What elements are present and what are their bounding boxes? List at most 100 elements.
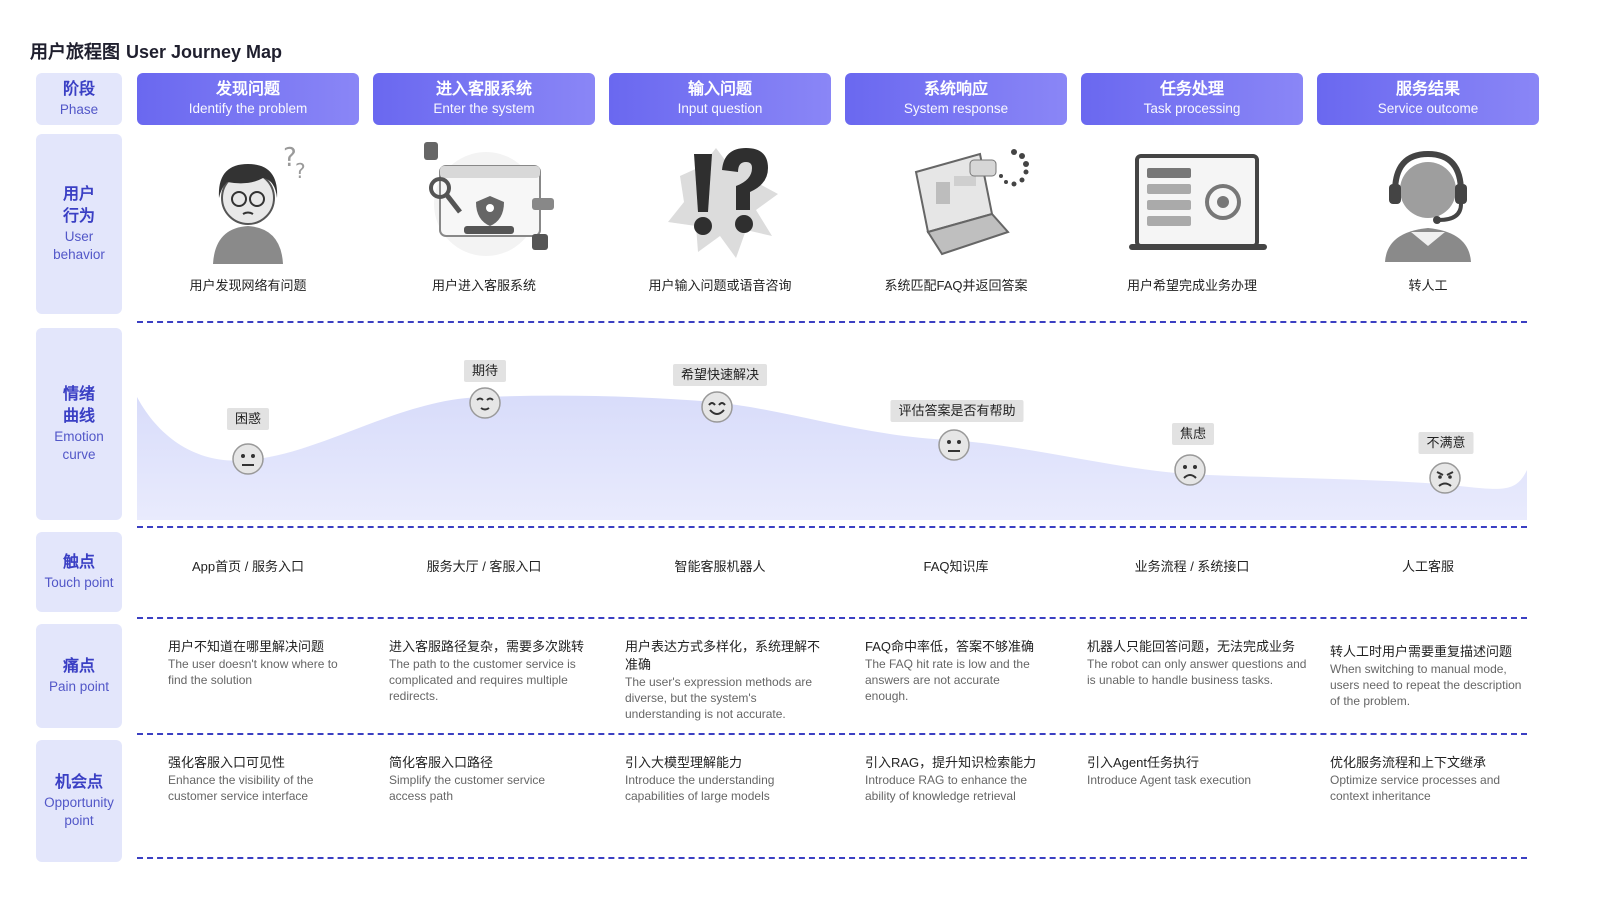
behavior-caption: 用户进入客服系统 xyxy=(431,278,536,293)
opportunity: 引入Agent任务执行 Introduce Agent task executi… xyxy=(1087,754,1307,788)
touch-point: App首页 / 服务入口 xyxy=(192,559,304,574)
neutral-face-icon xyxy=(232,443,264,475)
touch-point: 服务大厅 / 客服入口 xyxy=(426,559,542,574)
row-header-zh: 触点 xyxy=(62,554,95,571)
row-divider xyxy=(137,321,1527,323)
behavior-caption: 用户发现网络有问题 xyxy=(189,278,307,293)
svg-text:?: ? xyxy=(283,143,297,173)
opportunity-en: Simplify the customer service access pat… xyxy=(389,773,546,803)
pain-point: FAQ命中率低，答案不够准确 The FAQ hit rate is low a… xyxy=(865,638,1045,704)
row-header-en: Pain point xyxy=(48,679,110,694)
phase-header: 系统响应 System response xyxy=(845,73,1067,125)
row-header-zh: 情绪 xyxy=(62,386,95,403)
row-header-en: User xyxy=(64,229,94,244)
row-header-behavior: 用户 行为 User behavior xyxy=(36,134,122,314)
pain-point-en: The user doesn't know where to find the … xyxy=(168,657,338,687)
pain-point: 用户不知道在哪里解决问题 The user doesn't know where… xyxy=(168,638,338,688)
opportunity: 优化服务流程和上下文继承 Optimize service processes … xyxy=(1330,754,1530,804)
opportunity: 简化客服入口路径 Simplify the customer service a… xyxy=(389,754,574,804)
sad-face-icon xyxy=(1174,454,1206,486)
phase-title: 服务结果 xyxy=(1395,81,1460,98)
row-divider xyxy=(137,526,1527,528)
phase-title: 发现问题 xyxy=(215,81,280,98)
confused-person-icon: ? ? xyxy=(213,143,306,264)
opportunity: 强化客服入口可见性 Enhance the visibility of the … xyxy=(168,754,338,804)
opportunity-en: Introduce the understanding capabilities… xyxy=(625,773,775,803)
behavior-cell: 用户希望完成业务办理 xyxy=(1081,130,1303,293)
pain-point-en: The user's expression methods are divers… xyxy=(625,675,813,721)
touch-point: 业务流程 / 系统接口 xyxy=(1134,559,1250,574)
neutral-face-icon xyxy=(938,429,970,461)
opportunity-zh: 强化客服入口可见性 xyxy=(168,755,286,770)
opportunity-zh: 优化服务流程和上下文继承 xyxy=(1330,755,1487,770)
phase-subtitle: System response xyxy=(903,101,1009,116)
phase-subtitle: Task processing xyxy=(1143,101,1241,116)
behavior-caption: 用户输入问题或语音咨询 xyxy=(648,278,792,293)
content-face-icon xyxy=(469,387,501,419)
behavior-caption: 转人工 xyxy=(1408,278,1448,293)
touch-point: 人工客服 xyxy=(1401,559,1454,574)
behavior-cell: ? ? 用户发现网络有问题 xyxy=(137,130,359,293)
row-divider xyxy=(137,733,1527,735)
pain-point-zh: 机器人只能回答问题，无法完成业务 xyxy=(1087,639,1296,654)
monitor-dashboard-icon xyxy=(1129,154,1267,250)
angry-face-icon xyxy=(1429,462,1461,494)
pain-point: 机器人只能回答问题，无法完成业务 The robot can only answ… xyxy=(1087,638,1307,688)
touch-point: 智能客服机器人 xyxy=(674,559,766,574)
pain-point: 进入客服路径复杂，需要多次跳转 The path to the customer… xyxy=(389,638,589,704)
customer-service-window-icon xyxy=(424,142,554,256)
emotion-label: 期待 xyxy=(463,360,507,382)
opportunity-en: Enhance the visibility of the customer s… xyxy=(168,773,314,803)
phase-subtitle: Input question xyxy=(677,101,763,116)
row-divider xyxy=(137,617,1527,619)
behavior-cell: 转人工 xyxy=(1317,130,1539,293)
phase-subtitle: Service outcome xyxy=(1377,101,1479,116)
behavior-cell: 用户输入问题或语音咨询 xyxy=(609,130,831,293)
behavior-cell: 用户进入客服系统 xyxy=(373,130,595,293)
emotion-area xyxy=(137,395,1527,520)
opportunity-zh: 引入大模型理解能力 xyxy=(625,755,743,770)
row-header-en: Emotion xyxy=(54,429,104,444)
row-header-en: Touch point xyxy=(44,575,114,590)
row-header-zh: 曲线 xyxy=(62,408,95,425)
pain-point-zh: FAQ命中率低，答案不够准确 xyxy=(865,639,1035,654)
emotion-label: 希望快速解决 xyxy=(672,364,768,386)
behavior-cell: 系统匹配FAQ并返回答案 xyxy=(845,130,1067,293)
phase-header: 任务处理 Task processing xyxy=(1081,73,1303,125)
touch-point: FAQ知识库 xyxy=(923,559,989,574)
phase-title: 任务处理 xyxy=(1159,81,1224,98)
row-header-en: curve xyxy=(62,447,96,462)
opportunity-zh: 引入RAG，提升知识检索能力 xyxy=(865,755,1037,770)
pain-point-zh: 用户不知道在哪里解决问题 xyxy=(168,639,325,654)
phase-header: 服务结果 Service outcome xyxy=(1317,73,1539,125)
title-zh: 用户旅程图 xyxy=(30,42,120,62)
pain-point-en: The FAQ hit rate is low and the answers … xyxy=(865,657,1030,703)
emotion-label: 焦虑 xyxy=(1171,423,1215,445)
row-header-emotion: 情绪 曲线 Emotion curve xyxy=(36,328,122,520)
smiling-face-icon xyxy=(701,391,733,423)
pain-point-en: The robot can only answer questions and … xyxy=(1087,657,1307,687)
pain-point-zh: 用户表达方式多样化，系统理解不准确 xyxy=(625,639,821,672)
phase-title: 进入客服系统 xyxy=(435,81,532,98)
phase-title: 系统响应 xyxy=(923,81,988,98)
opportunity-zh: 简化客服入口路径 xyxy=(389,755,494,770)
opportunity: 引入大模型理解能力 Introduce the understanding ca… xyxy=(625,754,810,804)
row-header-zh: 阶段 xyxy=(62,81,95,98)
pain-point: 用户表达方式多样化，系统理解不准确 The user's expression … xyxy=(625,638,825,722)
emotion-label: 评估答案是否有帮助 xyxy=(890,400,1024,422)
laptop-loading-icon xyxy=(914,149,1029,256)
emotion-label: 困惑 xyxy=(226,408,270,430)
row-header-en: Phase xyxy=(59,102,99,117)
row-header-touch: 触点 Touch point xyxy=(36,532,122,612)
row-header-phase: 阶段 Phase xyxy=(36,73,122,125)
opportunity-en: Optimize service processes and context i… xyxy=(1330,773,1501,803)
opportunity: 引入RAG，提升知识检索能力 Introduce RAG to enhance … xyxy=(865,754,1050,804)
svg-text:?: ? xyxy=(295,159,306,183)
pain-point-en: When switching to manual mode, users nee… xyxy=(1330,662,1522,708)
behavior-caption: 用户希望完成业务办理 xyxy=(1126,278,1257,293)
row-divider xyxy=(137,857,1527,859)
row-header-zh: 痛点 xyxy=(62,658,95,675)
headset-agent-icon xyxy=(1385,150,1471,262)
